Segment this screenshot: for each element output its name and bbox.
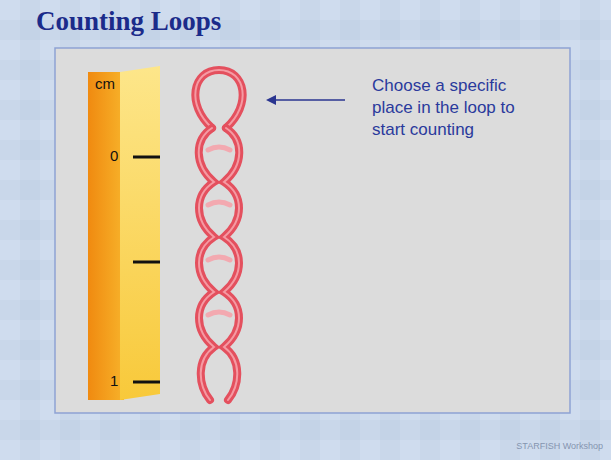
scale-number: 0: [110, 147, 118, 164]
ruler: [88, 66, 160, 400]
crochet-chain: [195, 70, 242, 400]
scale-number: 1: [110, 372, 118, 389]
slide-title: Counting Loops: [36, 6, 221, 37]
content-panel: [55, 48, 570, 413]
unit-label: cm: [95, 75, 115, 92]
callout-note: Choose a specific place in the loop to s…: [372, 75, 522, 141]
pointer-arrow: [268, 99, 345, 101]
footer-watermark: STARFISH Workshop: [516, 441, 603, 451]
